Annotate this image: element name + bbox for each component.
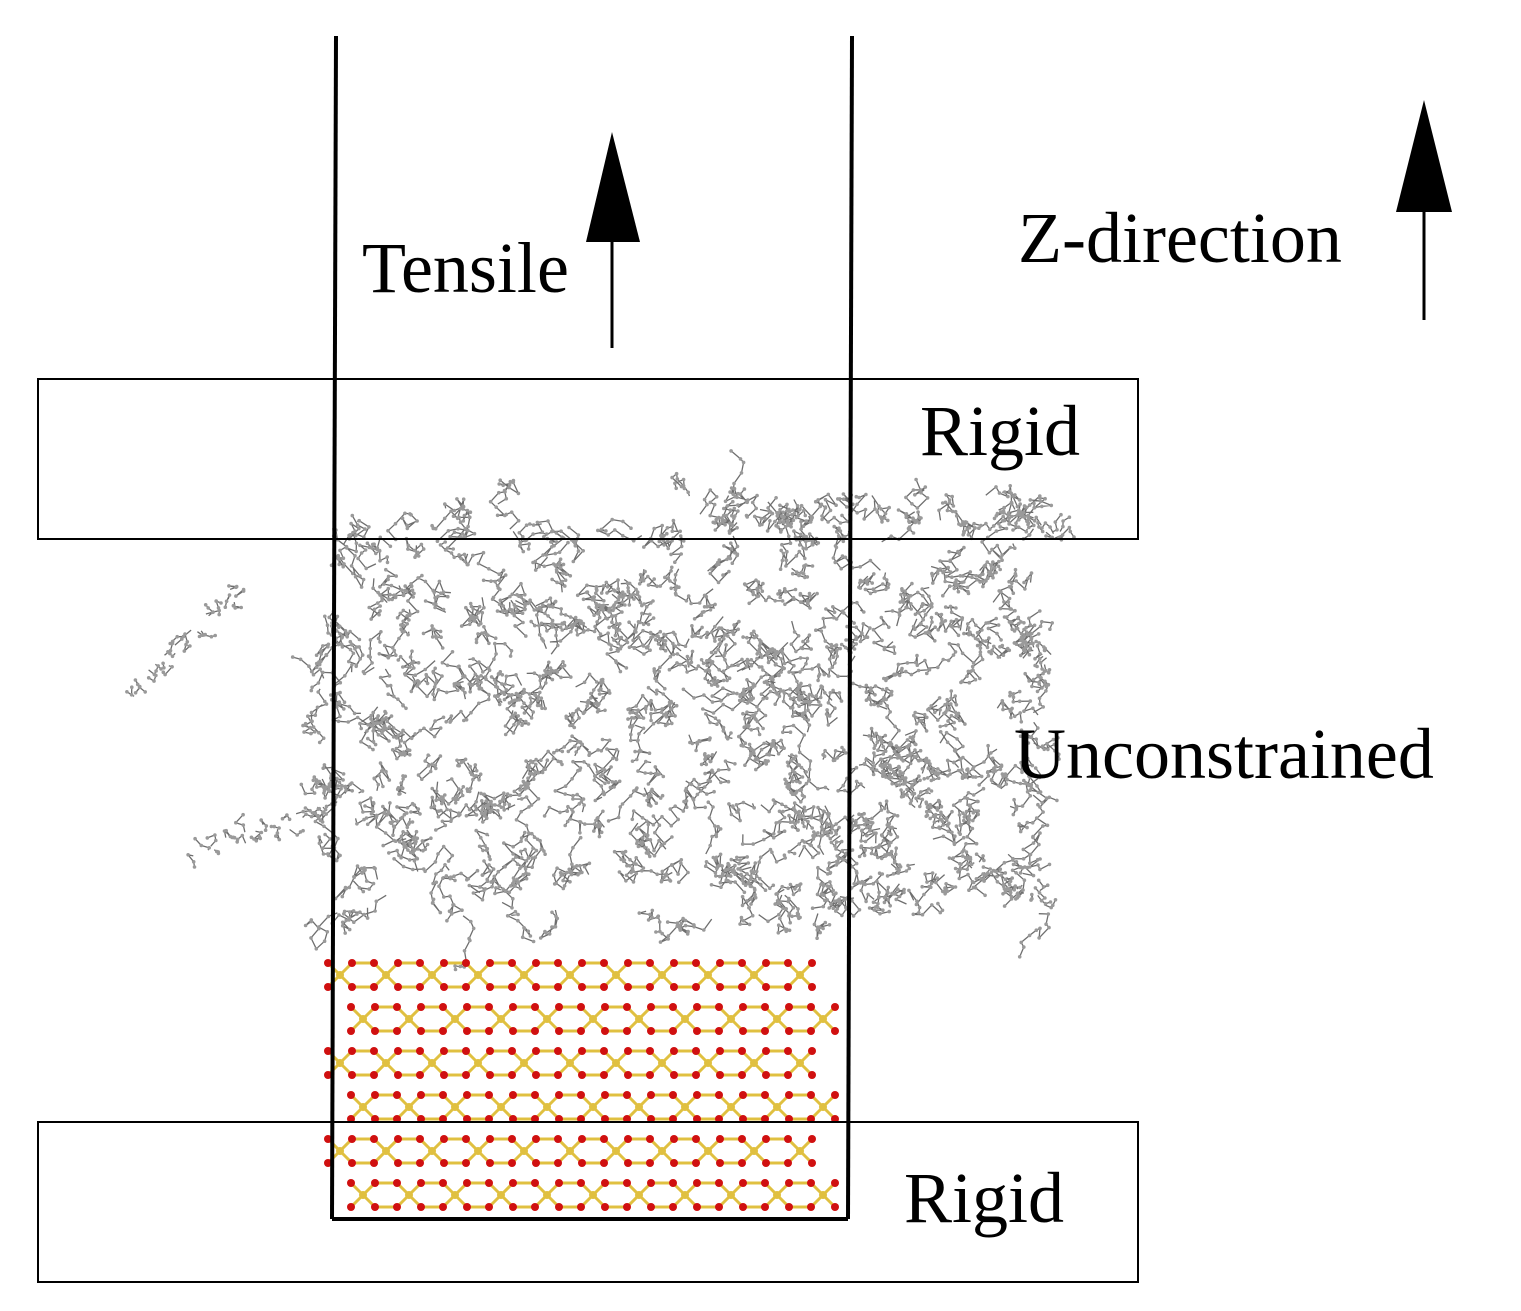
rigid-top-label: Rigid — [920, 391, 1080, 471]
z-direction-label: Z-direction — [1018, 198, 1342, 278]
unconstrained-label: Unconstrained — [1014, 714, 1434, 794]
silica-substrate — [324, 959, 839, 1211]
polymer-layer — [125, 449, 1076, 972]
rigid-region-bottom — [37, 1121, 1139, 1283]
tensile-label: Tensile — [362, 228, 569, 308]
arrow-up-icon — [586, 132, 640, 348]
silica-bonds — [326, 961, 837, 1209]
silica-silicon-atoms — [336, 971, 827, 1199]
z-direction-arrow-icon — [1396, 100, 1452, 320]
simulation-cell-right-wall — [846, 35, 854, 1220]
rigid-region-top — [37, 378, 1139, 540]
silica-oxygen-atoms — [324, 959, 839, 1211]
polymer-atoms — [125, 449, 1076, 972]
simulation-cell-left-wall — [330, 35, 338, 1220]
rigid-bottom-label: Rigid — [904, 1158, 1064, 1238]
